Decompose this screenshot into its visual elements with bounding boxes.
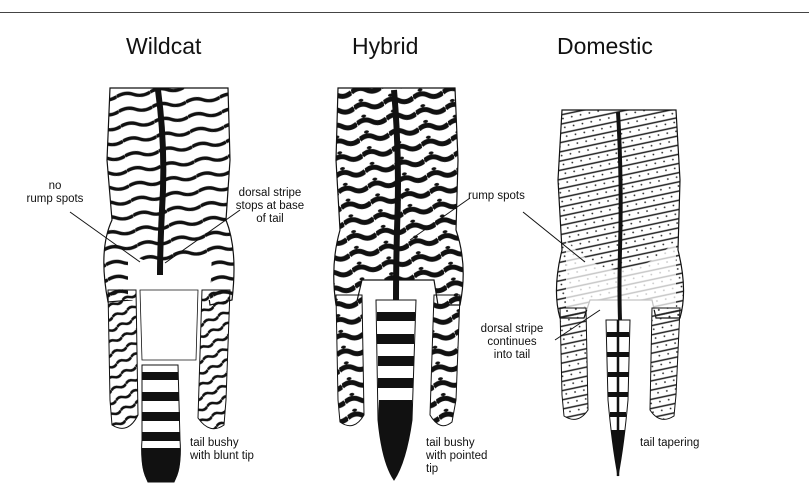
domestic-illustration — [523, 110, 684, 476]
hybrid-left-leg — [336, 295, 364, 426]
domestic-title: Domestic — [557, 33, 653, 60]
wildcat-title: Wildcat — [126, 33, 201, 60]
domestic-left-leg — [560, 308, 588, 419]
domestic-tail — [606, 320, 630, 476]
wildcat-tail-label: tail bushy with blunt tip — [190, 437, 254, 463]
domestic-right-leg — [650, 308, 680, 419]
wildcat-stripe-label: dorsal stripe stops at base of tail — [228, 187, 312, 226]
domestic-stripe-label: dorsal stripe continues into tail — [470, 323, 554, 362]
hybrid-rump-label: rump spots — [468, 190, 525, 203]
wildcat-inner-legs — [140, 290, 198, 360]
hybrid-tail — [376, 300, 416, 480]
wildcat-illustration — [70, 88, 240, 482]
hybrid-tail-label: tail bushy with pointed tip — [426, 437, 487, 476]
wildcat-tail — [142, 365, 181, 482]
wildcat-right-leg — [198, 290, 230, 429]
hybrid-illustration — [334, 88, 470, 480]
hybrid-title: Hybrid — [352, 33, 418, 60]
wildcat-rump-label: no rump spots — [20, 180, 90, 206]
hybrid-right-leg — [430, 295, 460, 426]
wildcat-left-leg — [108, 290, 138, 428]
domestic-tail-label: tail tapering — [640, 437, 699, 450]
